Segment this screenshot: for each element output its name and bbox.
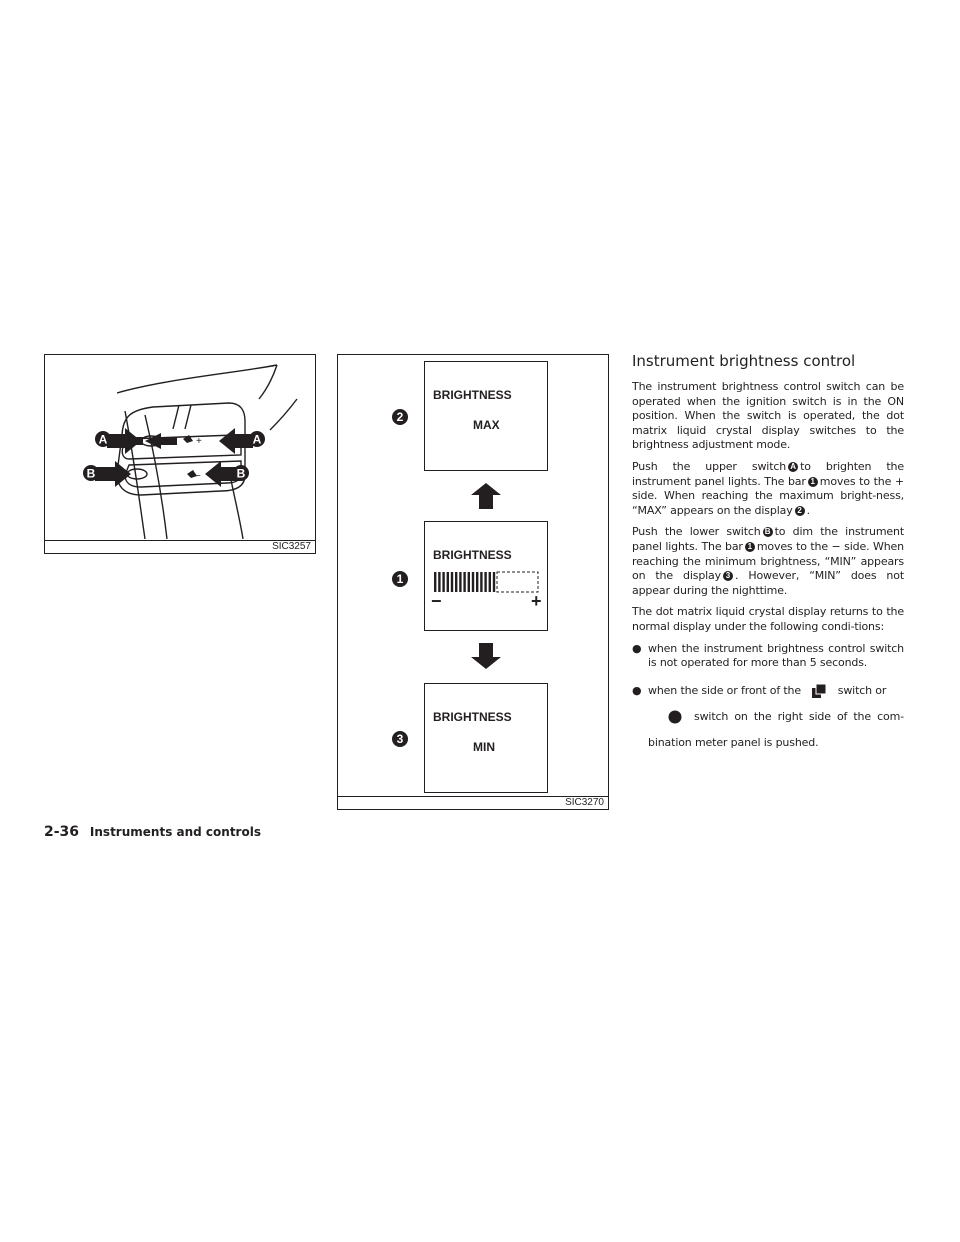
bar-segment — [434, 572, 437, 592]
bar-segment — [480, 572, 483, 592]
section-title: Instrument brightness control — [632, 352, 856, 370]
bar-segment — [476, 572, 479, 592]
display-switch-icon — [812, 683, 827, 698]
display-min: BRIGHTNESS MIN — [424, 683, 548, 793]
bar-segment — [467, 572, 470, 592]
label-b-right: B — [233, 465, 249, 481]
bullet: ● — [632, 641, 642, 655]
bar-segment — [488, 572, 491, 592]
display-max: BRIGHTNESS MAX — [424, 361, 548, 471]
display-bar: BRIGHTNESS − + — [424, 521, 548, 631]
figure-code: SIC3270 — [565, 797, 604, 808]
page-number: 2-36 — [44, 824, 80, 840]
bar-segment — [492, 572, 496, 592]
callout-1: 1 — [807, 476, 818, 487]
bar-segment — [484, 572, 487, 592]
round-switch-icon — [668, 710, 682, 724]
bar-segment — [450, 572, 454, 592]
callout-1: 1 — [744, 541, 755, 552]
svg-text:B: B — [237, 467, 246, 481]
bar-segment — [442, 572, 445, 592]
screen-number-3: 3 — [392, 731, 408, 747]
screen-number-2: 2 — [392, 409, 408, 425]
label-a-right: A — [249, 431, 265, 447]
callout-a: A — [788, 461, 799, 472]
callout-2: 2 — [794, 505, 805, 516]
label-a-left: A — [95, 431, 111, 447]
up-arrow-icon — [471, 483, 501, 509]
figure-brightness-displays: 2 BRIGHTNESS MAX 1 BRIGHTNESS − + 3 BRIG… — [337, 354, 609, 810]
svg-text:A: A — [99, 433, 108, 447]
display-value: MIN — [473, 740, 495, 754]
plus-sign: + — [531, 591, 542, 611]
list-item: ● when the side or front of the switch o… — [632, 678, 904, 756]
down-arrow-icon — [471, 643, 501, 669]
display-value: MAX — [473, 418, 500, 432]
figure-steering-switches: + − A A B B SIC3257 — [44, 354, 316, 554]
paragraph-conditions: The dot matrix liquid crystal display re… — [632, 605, 904, 633]
figure-code: SIC3257 — [272, 541, 311, 552]
callout-3: 3 — [723, 571, 734, 582]
svg-text:B: B — [87, 467, 96, 481]
bar-segment — [446, 572, 449, 592]
bar-segment — [459, 572, 462, 592]
page-footer: 2-36 Instruments and controls — [44, 824, 261, 840]
svg-text:−: − — [195, 471, 201, 482]
bar-segment — [471, 572, 475, 592]
text-column: Instrument brightness control The instru… — [632, 352, 904, 763]
bar-empty-area — [496, 571, 539, 593]
bar-segment — [438, 572, 441, 592]
callout-b: B — [762, 527, 773, 538]
steering-switch-illustration: + − A A B B — [83, 364, 298, 539]
minus-sign: − — [431, 591, 442, 611]
footer-section: Instruments and controls — [89, 825, 261, 839]
label-b-left: B — [83, 465, 99, 481]
svg-text:+: + — [196, 436, 202, 447]
screen-number-1: 1 — [392, 571, 408, 587]
display-title: BRIGHTNESS — [433, 388, 512, 402]
bar-segment — [463, 572, 466, 592]
brightness-bar — [433, 570, 539, 594]
list-item: ● when the instrument brightness control… — [632, 641, 904, 670]
paragraph-intro: The instrument brightness control switch… — [632, 380, 904, 452]
svg-text:A: A — [253, 433, 262, 447]
display-title: BRIGHTNESS — [433, 710, 512, 724]
bar-segment — [455, 572, 458, 592]
bullet: ● — [632, 683, 642, 697]
display-title: BRIGHTNESS — [433, 548, 512, 562]
